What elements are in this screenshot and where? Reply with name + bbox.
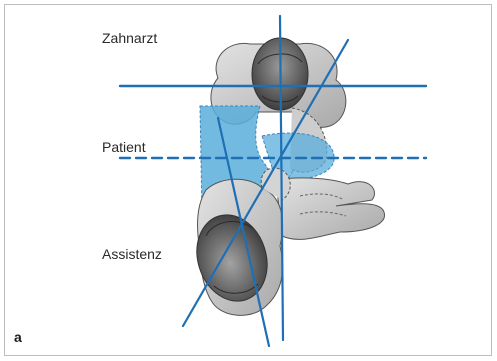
dentist-label: Zahnarzt	[102, 30, 157, 46]
assistant-label: Assistenz	[102, 246, 162, 262]
patient-label: Patient	[102, 139, 146, 155]
patient-figure	[276, 178, 385, 240]
panel-letter: a	[14, 329, 22, 345]
